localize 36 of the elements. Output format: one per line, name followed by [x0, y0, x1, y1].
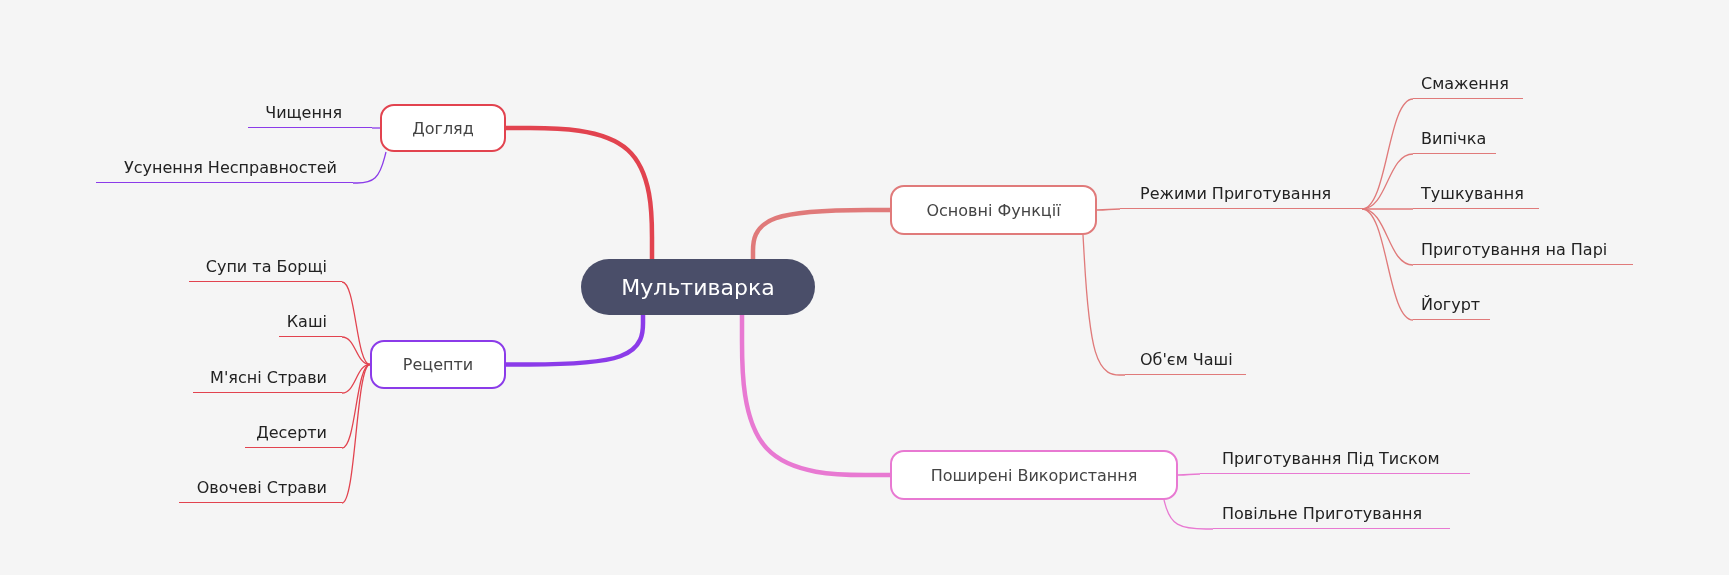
connector	[341, 363, 371, 504]
subtopic: Каші	[279, 307, 342, 337]
connector	[341, 336, 371, 366]
connector	[506, 125, 655, 259]
connector	[739, 315, 890, 478]
connector	[506, 315, 646, 367]
connector	[1096, 208, 1121, 211]
subtopic: Приготування на Парі	[1413, 235, 1633, 265]
connector	[750, 207, 890, 259]
subtopic: М'ясні Страви	[193, 363, 342, 393]
subtopic: Смаження	[1413, 69, 1523, 99]
subtopic: Йогурт	[1413, 290, 1490, 320]
connector	[341, 363, 371, 394]
topic-box: Поширені Використання	[890, 450, 1178, 500]
connector	[1082, 234, 1126, 376]
connector	[341, 281, 371, 366]
subtopic: Тушкування	[1413, 179, 1539, 209]
connector	[371, 127, 381, 129]
subtopic: Десерти	[245, 418, 342, 448]
subtopic: Супи та Борщі	[189, 252, 342, 282]
connector	[1177, 473, 1201, 476]
topic-box: Рецепти	[370, 340, 506, 389]
connector	[352, 151, 387, 184]
connector	[1361, 208, 1414, 321]
subtopic: Об'єм Чаші	[1125, 345, 1246, 375]
subtopic: Випічка	[1413, 124, 1496, 154]
subtopic: Режими Приготування	[1120, 179, 1362, 209]
subtopic: Повільне Приготування	[1213, 499, 1450, 529]
topic-box: Догляд	[380, 104, 506, 152]
topic-box: Основні Функції	[890, 185, 1097, 235]
subtopic: Чищення	[248, 98, 372, 128]
central-topic: Мультиварка	[581, 259, 815, 315]
connector	[1163, 499, 1214, 530]
subtopic: Овочеві Страви	[179, 473, 342, 503]
subtopic: Усунення Несправностей	[96, 153, 353, 183]
subtopic: Приготування Під Тиском	[1200, 444, 1470, 474]
